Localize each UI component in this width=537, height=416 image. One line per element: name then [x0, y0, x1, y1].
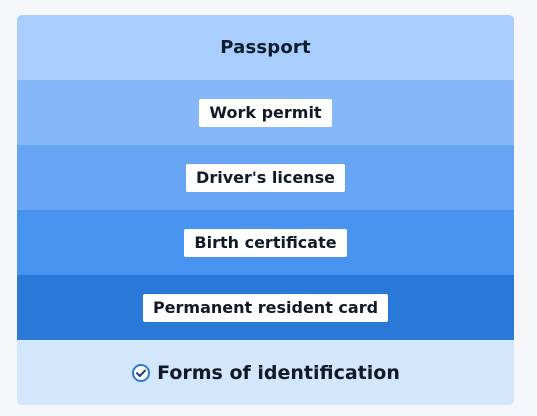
identification-stack-panel: Passport Work permit Driver's license Bi… — [17, 15, 514, 405]
layer-permanent-resident-card: Permanent resident card — [17, 275, 514, 340]
footer-label: Forms of identification — [157, 361, 400, 384]
layer-label-birth-certificate: Birth certificate — [184, 228, 347, 257]
layer-label-passport: Passport — [220, 37, 311, 58]
layer-label-permanent-resident-card: Permanent resident card — [142, 293, 389, 322]
check-circle-icon — [131, 363, 151, 383]
layer-drivers-license: Driver's license — [17, 145, 514, 210]
layer-label-drivers-license: Driver's license — [186, 163, 345, 192]
stack-footer: Forms of identification — [17, 340, 514, 405]
layer-passport: Passport — [17, 15, 514, 80]
layer-work-permit: Work permit — [17, 80, 514, 145]
layer-label-work-permit: Work permit — [199, 98, 332, 127]
layer-birth-certificate: Birth certificate — [17, 210, 514, 275]
